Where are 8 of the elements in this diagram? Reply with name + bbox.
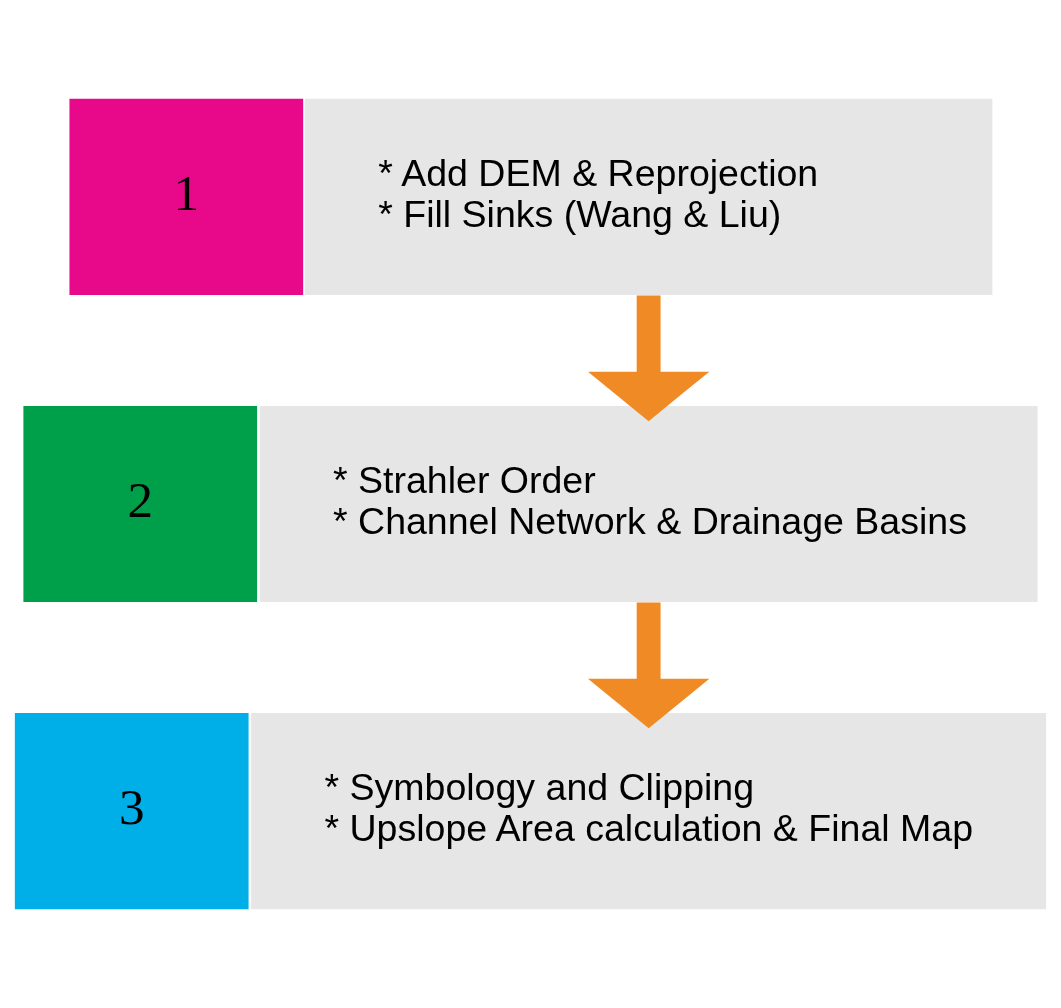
node-box: * Add DEM & Reprojection * Fill Sinks (Wang & Liu): [304, 98, 993, 295]
node-box: 2: [23, 405, 258, 603]
arrow: [588, 295, 710, 422]
node-box: 1: [69, 98, 304, 295]
arrow: [588, 602, 710, 729]
node-box: 3: [14, 713, 249, 910]
node-box: * Strahler Order * Channel Network & Drainage Basins: [259, 405, 1038, 603]
node-box: * Symbology and Clipping * Upslope Area calculation & Final Map: [251, 713, 1047, 910]
